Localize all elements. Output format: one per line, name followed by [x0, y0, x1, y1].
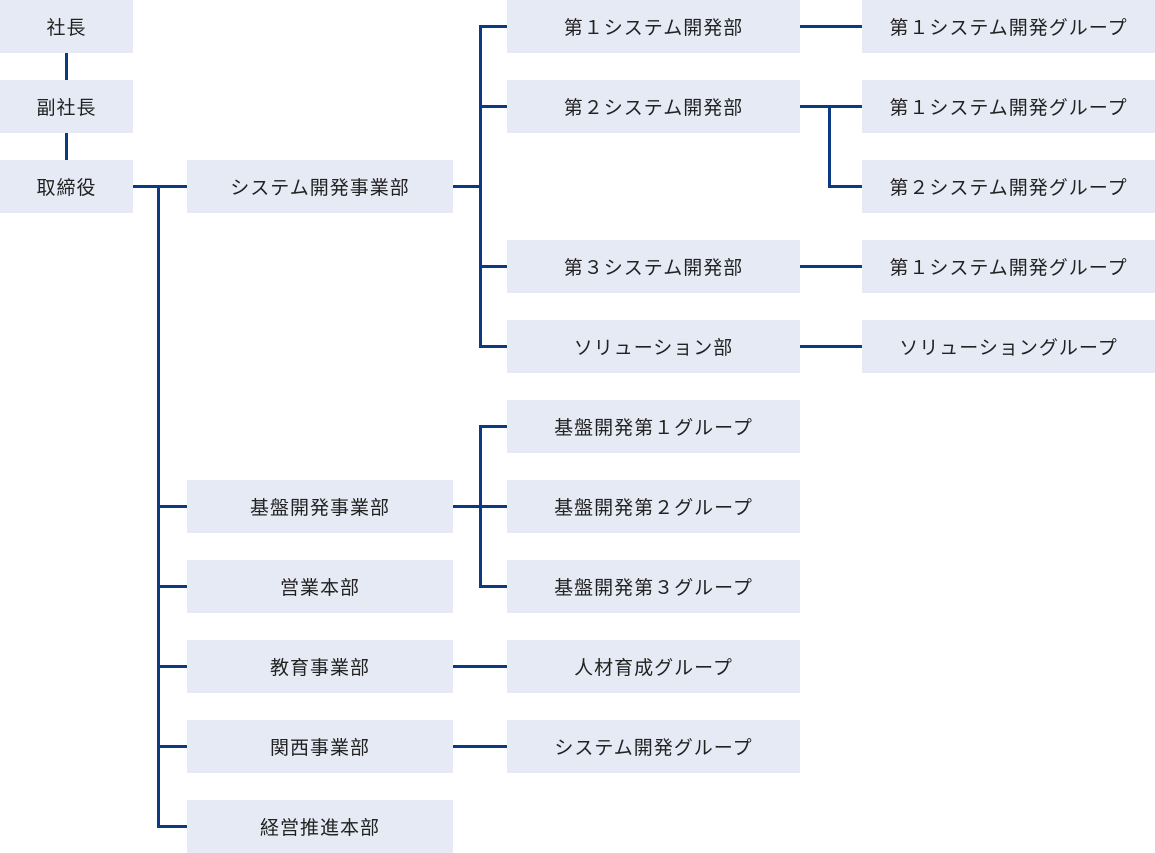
node-group-1-under-dept-3: 第１システム開発グループ	[862, 240, 1155, 293]
connector	[65, 133, 68, 160]
node-management-hq: 経営推進本部	[187, 800, 453, 853]
node-vice-president: 副社長	[0, 80, 133, 133]
node-group-2-under-dept-2: 第２システム開発グループ	[862, 160, 1155, 213]
node-dept-system-dev-1: 第１システム開発部	[507, 0, 800, 53]
connector	[65, 53, 68, 80]
node-dept-solution: ソリューション部	[507, 320, 800, 373]
node-dept-system-dev-2: 第２システム開発部	[507, 80, 800, 133]
connector	[800, 265, 862, 268]
connector	[479, 105, 507, 108]
connector	[479, 265, 507, 268]
connector	[479, 425, 482, 588]
node-education-division: 教育事業部	[187, 640, 453, 693]
connector	[479, 25, 507, 28]
node-infra-group-2: 基盤開発第２グループ	[507, 480, 800, 533]
connector	[828, 185, 862, 188]
connector	[800, 105, 862, 108]
connector	[800, 345, 862, 348]
connector	[479, 345, 507, 348]
connector	[157, 665, 187, 668]
connector	[800, 25, 862, 28]
connector	[828, 105, 831, 188]
node-infra-group-3: 基盤開発第３グループ	[507, 560, 800, 613]
node-president: 社長	[0, 0, 133, 53]
node-group-1-under-dept-1: 第１システム開発グループ	[862, 0, 1155, 53]
connector	[453, 185, 480, 188]
connector	[453, 745, 507, 748]
connector	[157, 585, 187, 588]
node-dept-system-dev-3: 第３システム開発部	[507, 240, 800, 293]
node-kansai-division: 関西事業部	[187, 720, 453, 773]
node-hr-dev-group: 人材育成グループ	[507, 640, 800, 693]
node-kansai-system-group: システム開発グループ	[507, 720, 800, 773]
node-solution-group: ソリューショングループ	[862, 320, 1155, 373]
node-infra-group-1: 基盤開発第１グループ	[507, 400, 800, 453]
connector	[133, 185, 187, 188]
connector	[453, 665, 507, 668]
node-sales-hq: 営業本部	[187, 560, 453, 613]
connector	[479, 25, 482, 348]
connector	[479, 425, 507, 428]
node-director: 取締役	[0, 160, 133, 213]
node-infra-dev-division: 基盤開発事業部	[187, 480, 453, 533]
connector	[157, 505, 187, 508]
connector	[479, 585, 507, 588]
node-system-dev-division: システム開発事業部	[187, 160, 453, 213]
connector	[157, 745, 187, 748]
node-group-1-under-dept-2: 第１システム開発グループ	[862, 80, 1155, 133]
connector	[157, 825, 187, 828]
